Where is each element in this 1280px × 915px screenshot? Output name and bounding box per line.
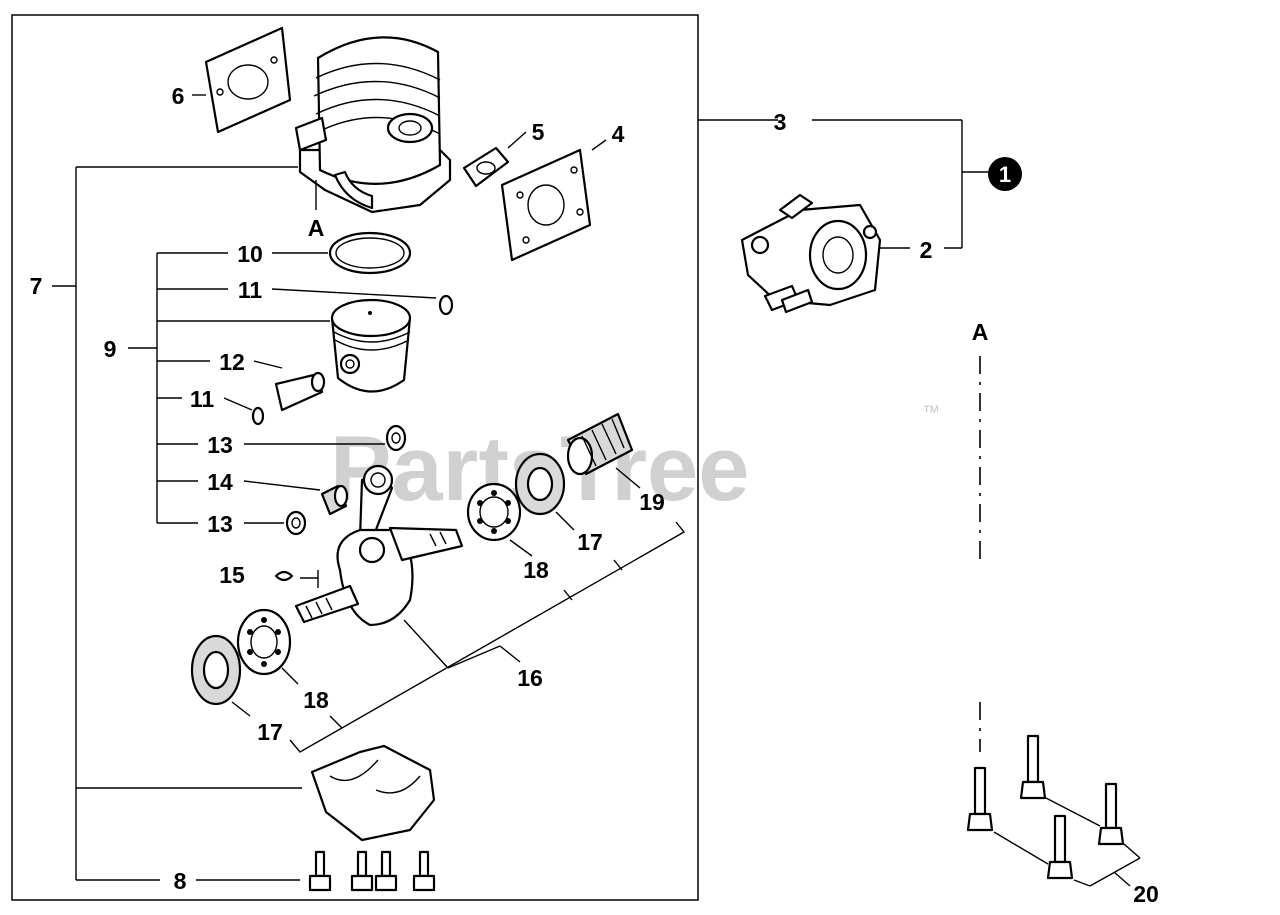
piston-pin-12 [274,371,326,412]
label-18-right: 18 [523,557,549,583]
leader-17-left [231,701,251,717]
ref-a-cylinder: A [308,215,325,241]
label-11-top: 11 [238,277,263,303]
label-3: 3 [774,109,787,135]
seal-17-right [514,452,566,516]
label-9: 9 [104,336,117,362]
insulator-4 [500,148,592,262]
leader-5 [507,131,527,149]
label-2: 2 [920,237,933,263]
label-13-top: 13 [207,432,233,458]
piston-ring-10 [328,231,412,275]
label-12: 12 [219,349,245,375]
callout-1: 1 [999,162,1011,187]
label-18-left: 18 [303,687,329,713]
label-6: 6 [172,83,185,109]
piston-part [330,298,412,393]
leader-18-left [281,667,299,685]
crankshaft-part [294,464,464,627]
label-20: 20 [1133,881,1159,907]
group-frame [11,14,699,901]
gasket-6 [204,26,292,134]
assembly-bracket [698,119,990,249]
label-16: 16 [517,665,543,691]
label-4: 4 [612,121,625,147]
leader-19 [615,467,641,489]
label-19: 19 [639,489,665,515]
woodruff-key-15 [274,570,319,588]
clip-11-top [438,294,454,316]
bracket-9 [128,252,437,524]
label-17-right: 17 [577,529,603,555]
leader-17-right [555,511,575,531]
washer-13-lower [285,510,307,536]
leader-18-right [509,539,533,557]
screws-8 [308,850,436,892]
seal-17-left [190,634,242,706]
ref-a-right: A [972,319,989,345]
needle-bearing-14 [320,484,349,516]
label-14: 14 [207,469,233,495]
watermark-tm: ™ [922,402,940,422]
label-7: 7 [30,273,43,299]
callout-1-circle [988,157,1022,191]
label-17-left: 17 [257,719,283,745]
leader-4 [591,139,607,151]
clip-11-lower [251,406,265,426]
label-11-lower: 11 [190,386,215,412]
bearing-18-right [466,482,522,542]
gasket-5 [462,146,510,188]
carburetor-part [740,193,882,314]
bracket-16 [403,619,521,669]
bearing-18-left [236,608,292,676]
label-10: 10 [237,241,263,267]
label-5: 5 [532,119,545,145]
label-8: 8 [174,868,187,894]
cylinder-part [294,36,452,214]
bracket-17-18-19 [289,521,686,753]
bracket-7 [52,166,302,881]
washer-13-top [385,424,407,452]
label-15: 15 [219,562,245,588]
bellows-19 [566,412,634,476]
crankcase-bottom [310,744,436,842]
label-13-lower: 13 [207,511,233,537]
bolts-20 [966,734,1141,887]
